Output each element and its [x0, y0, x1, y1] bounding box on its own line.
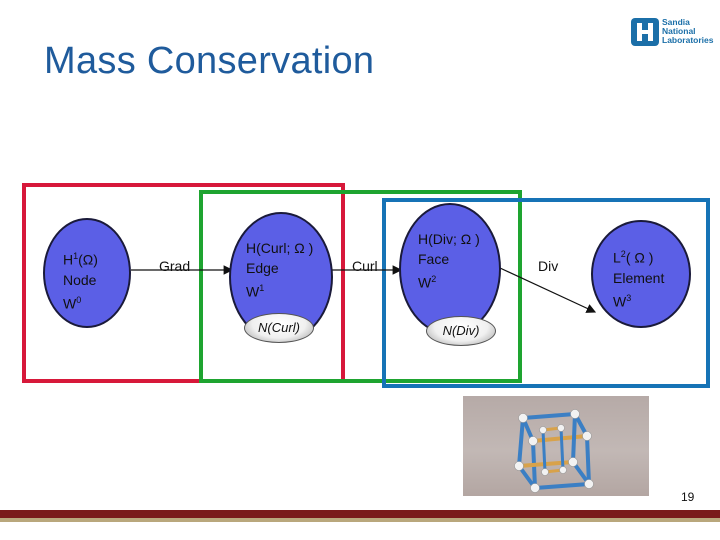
curl-label: Curl — [352, 258, 378, 274]
div-label: Div — [538, 258, 559, 274]
footer-accent-bar — [0, 518, 720, 522]
page-number: 19 — [681, 490, 695, 504]
logo-line-1: Sandia — [662, 17, 690, 27]
node-hcurl-label: H(Curl; Ω ) Edge W1 — [246, 240, 314, 300]
node-hdiv: H(Div; Ω ) Face W2 — [399, 203, 501, 335]
node-h1: H1(Ω) Node W0 — [43, 218, 131, 328]
green-frame — [199, 190, 522, 383]
logo-line-3: Laboratories — [662, 35, 714, 45]
red-frame — [22, 183, 345, 383]
footer-bar — [0, 510, 720, 518]
node-l2-label: L2( Ω ) Element W3 — [613, 249, 665, 310]
slide-title: Mass Conservation — [44, 40, 375, 82]
node-h1-label: H1(Ω) Node W0 — [63, 251, 98, 312]
kernel-div-pill: N(Div) — [426, 316, 496, 346]
logo-wordmark: Sandia National Laboratories — [662, 18, 714, 45]
lattice-model-image — [514, 409, 594, 493]
node-hdiv-label: H(Div; Ω ) Face W2 — [418, 231, 480, 291]
div-arrow — [499, 267, 597, 313]
logo-line-2: National — [662, 26, 696, 36]
grad-label: Grad — [159, 258, 191, 274]
sandia-logo-icon — [631, 18, 659, 46]
blue-frame — [382, 198, 710, 388]
lattice-model-photo — [463, 396, 649, 496]
node-l2: L2( Ω ) Element W3 — [591, 220, 691, 328]
kernel-curl-pill: N(Curl) — [244, 313, 314, 343]
